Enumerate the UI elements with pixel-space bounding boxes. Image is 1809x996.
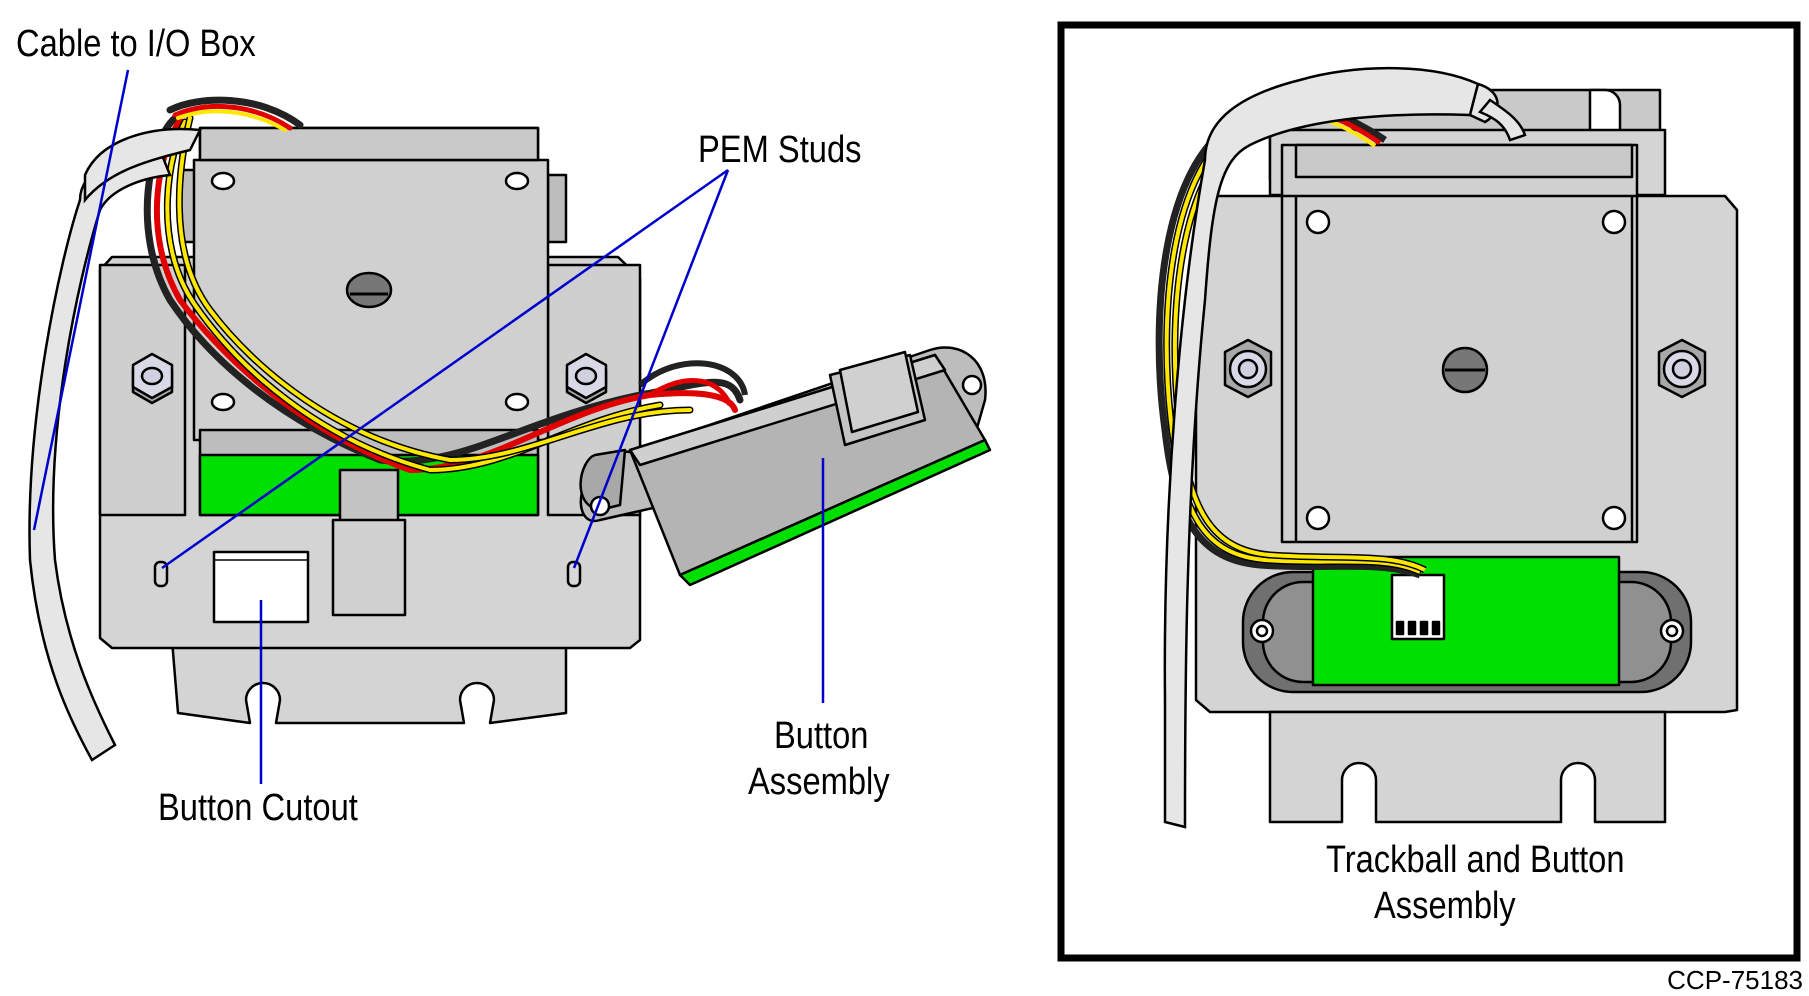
callout-line-pem-left — [161, 168, 729, 570]
io-cable-inset — [1163, 66, 1527, 829]
trackball-assembly-inset — [1194, 88, 1739, 824]
inset-caption-line2: Assembly — [1374, 885, 1516, 927]
button-assembly-part — [579, 346, 992, 587]
figure-id: CCP-75183 — [1667, 965, 1803, 995]
button-assembly-wires — [638, 360, 748, 407]
inset-hex-nut-right — [1657, 338, 1707, 399]
pem-stud-right — [566, 560, 582, 588]
io-cable-left — [28, 127, 202, 762]
hex-nut-right — [565, 352, 608, 405]
inset-hex-nut-left — [1223, 338, 1273, 399]
inset-caption-line1: Trackball and Button — [1326, 839, 1625, 881]
label-button-cutout: Button Cutout — [158, 787, 358, 829]
center-screw — [345, 271, 393, 309]
inset-pcb — [1311, 555, 1621, 687]
bracket-lower-tab — [170, 638, 568, 725]
inset-frame — [1057, 21, 1801, 962]
label-pem-studs: PEM Studs — [698, 129, 862, 171]
label-button-assembly-line2: Assembly — [748, 761, 890, 803]
hex-nut-left — [131, 352, 174, 405]
label-button-assembly-line1: Button — [774, 715, 869, 757]
inset-housing — [1280, 143, 1639, 544]
label-cable-to-io-box: Cable to I/O Box — [16, 23, 256, 65]
callout-line-pem-right — [572, 169, 730, 569]
callout-lines-left — [32, 69, 825, 784]
inset-lower-tab — [1268, 710, 1667, 824]
callout-line-cable — [32, 69, 130, 531]
